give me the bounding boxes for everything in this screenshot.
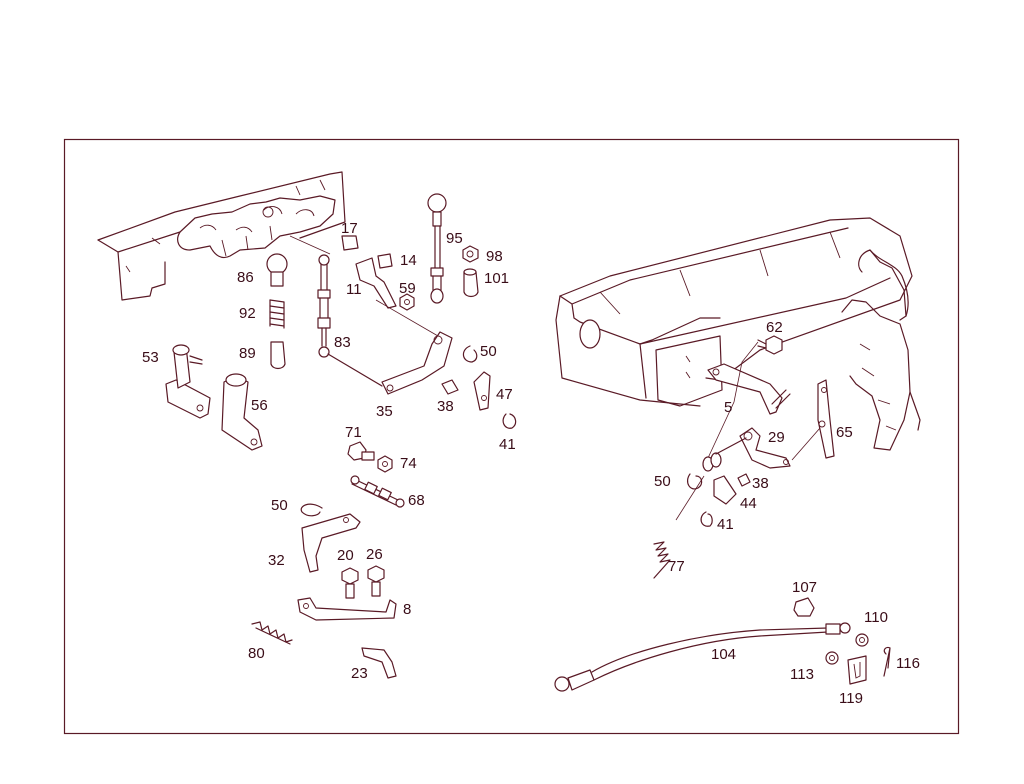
callout-89: 89 [239,345,256,362]
callout-labels: 17 14 11 59 95 98 101 86 92 89 53 56 83 … [142,220,920,707]
part-14-clip [377,253,393,269]
part-104-cable [554,622,851,692]
callout-116: 116 [896,655,920,672]
engine-block-fragment [97,171,346,301]
part-77-spring [653,475,705,579]
part-38-bushing-right [737,473,751,487]
callout-77: 77 [668,558,685,575]
callout-50-right: 50 [654,473,671,490]
part-44-plate [713,475,737,505]
callout-98: 98 [486,248,503,265]
callout-44: 44 [740,495,757,512]
part-29-lever [739,427,791,469]
part-107-bushing [793,597,815,617]
part-74-nut [377,455,393,473]
callout-62: 62 [766,319,783,336]
part-41-clip-left [502,413,517,429]
part-68-rod [350,475,405,508]
part-50-ring-mid [300,503,323,517]
callout-92: 92 [239,305,256,322]
callout-110: 110 [864,609,888,626]
part-98-nut [462,245,479,263]
part-86-ball-stud [266,253,288,287]
callout-23: 23 [351,665,368,682]
part-5-lever [707,363,791,415]
part-32-lever [301,513,361,573]
part-92-spring [269,299,285,329]
callout-32: 32 [268,552,285,569]
part-53-bracket [165,344,211,419]
callout-53: 53 [142,349,159,366]
callout-41-left: 41 [499,436,516,453]
part-95-rod [427,193,447,304]
part-110-washer [855,633,869,647]
part-20-bolt [341,567,359,599]
callout-38-left: 38 [437,398,454,415]
part-56-bracket [221,373,263,451]
part-62-bolt [757,335,783,355]
callout-14: 14 [400,252,417,269]
part-50-ring-right [686,473,703,490]
callout-38-right: 38 [752,475,769,492]
callout-80: 80 [248,645,265,662]
callout-113: 113 [790,666,814,683]
part-80-spring [251,621,293,645]
callout-50-mid: 50 [271,497,288,514]
callout-86: 86 [237,269,254,286]
callout-107: 107 [792,579,817,596]
callout-74: 74 [400,455,417,472]
part-41-clip-right [700,511,713,527]
callout-71: 71 [345,424,362,441]
callout-17: 17 [341,220,358,237]
part-83-rod [317,254,331,358]
callout-35: 35 [376,403,393,420]
part-shaft [702,437,747,472]
part-38-bushing-left [441,379,459,395]
callout-101: 101 [484,270,509,287]
callout-47: 47 [496,386,513,403]
part-47-plate [473,371,491,411]
part-59-nut [399,293,415,311]
callout-59: 59 [399,280,416,297]
callout-20: 20 [337,547,354,564]
part-11-bracket [355,257,397,309]
callout-83: 83 [334,334,351,351]
part-17-clip [341,235,359,251]
callout-8: 8 [403,601,411,618]
part-89-socket [270,341,286,370]
part-23-bracket [361,647,397,679]
callout-68: 68 [408,492,425,509]
part-26-bolt [367,565,385,597]
callout-11: 11 [346,281,362,298]
callout-65: 65 [836,424,853,441]
callout-41-right: 41 [717,516,734,533]
part-71-bolt [347,441,375,461]
callout-56: 56 [251,397,268,414]
engine-top [555,217,921,451]
callout-95: 95 [446,230,463,247]
diagram-border [63,138,960,735]
part-50-ring-top [462,345,478,363]
part-113-washer [825,651,839,665]
part-119-clip [847,655,867,685]
callout-5: 5 [724,399,732,416]
part-8-lever [297,597,397,621]
callout-104: 104 [711,646,736,663]
part-101-socket [463,268,479,298]
callout-119: 119 [839,690,863,707]
part-116-cotter-pin [883,646,891,677]
callout-26: 26 [366,546,383,563]
callout-29: 29 [768,429,785,446]
part-65-lever [791,379,835,461]
callout-50-top: 50 [480,343,497,360]
